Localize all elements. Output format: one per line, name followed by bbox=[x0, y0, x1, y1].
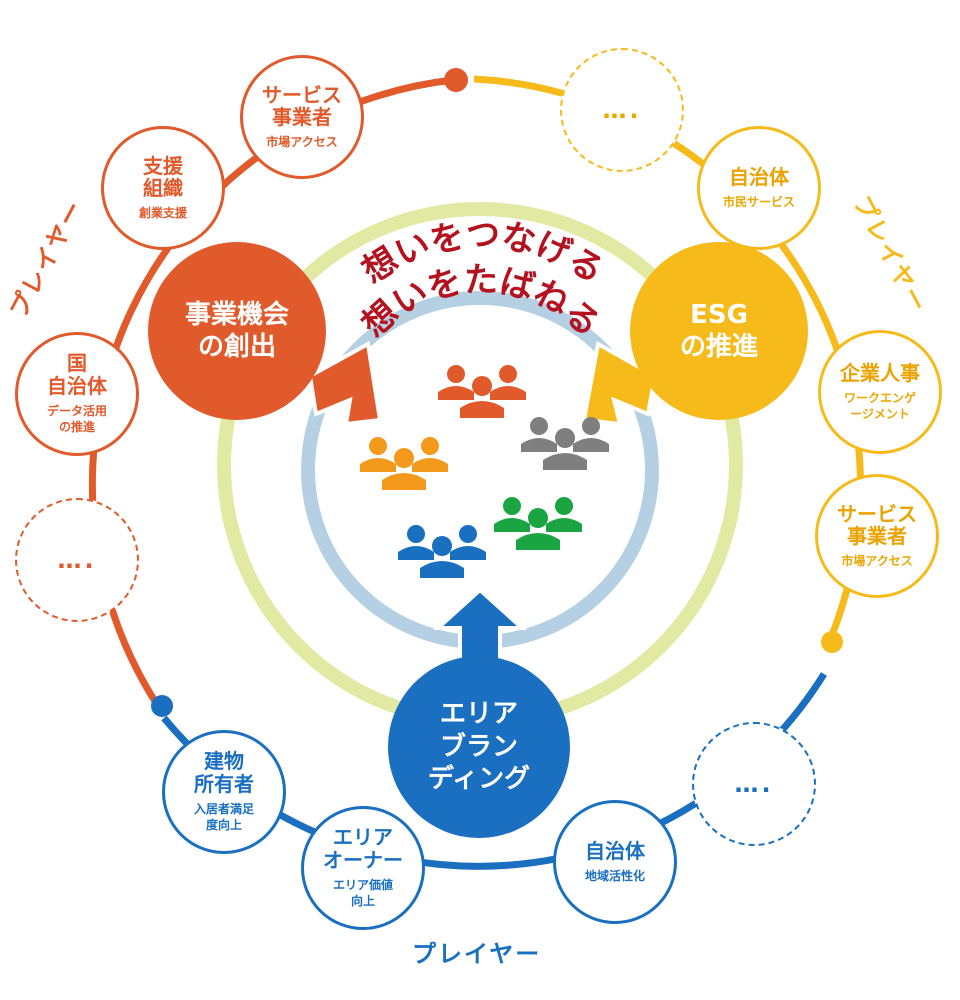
red-node-more: …. bbox=[15, 498, 139, 622]
node-title: 国 自治体 bbox=[47, 351, 107, 398]
node-title: 支援 組織 bbox=[143, 153, 183, 200]
blue-node-more: …. bbox=[692, 722, 816, 846]
people-group-gray-icon bbox=[521, 417, 609, 470]
bottom-player-label: プレイヤー bbox=[412, 940, 542, 968]
yellow-node-service-provider: サービス 事業者 市場アクセス bbox=[815, 474, 939, 598]
red-node-government: 国 自治体 データ活用 の推進 bbox=[15, 332, 139, 456]
area-branding-hub: エリア ブラン ディング bbox=[388, 656, 570, 838]
node-subtitle: エリア価値 向上 bbox=[332, 878, 393, 909]
esg-hub-arrow bbox=[581, 340, 658, 427]
people-group-green-icon bbox=[494, 497, 582, 550]
node-subtitle: 地域活性化 bbox=[584, 869, 645, 884]
more-dots: …. bbox=[57, 546, 97, 574]
more-dots: …. bbox=[602, 96, 642, 124]
yellow-node-more: …. bbox=[560, 48, 684, 172]
node-subtitle: 市場アクセス bbox=[266, 135, 338, 150]
yellow-arc-endpoint bbox=[821, 631, 843, 653]
node-title: 企業人事 bbox=[840, 360, 920, 385]
blue-node-building-owner: 建物 所有者 入居者満足 度向上 bbox=[162, 730, 286, 854]
red-arc-endpoint bbox=[444, 68, 468, 92]
blue-node-area-owner: エリア オーナー エリア価値 向上 bbox=[301, 806, 425, 930]
node-subtitle: 創業支援 bbox=[138, 206, 187, 221]
node-title: エリア オーナー bbox=[323, 825, 403, 872]
node-subtitle: データ活用 の推進 bbox=[46, 404, 107, 435]
node-title: サービス 事業者 bbox=[262, 82, 342, 129]
node-title: サービス 事業者 bbox=[837, 501, 917, 548]
node-subtitle: 入居者満足 度向上 bbox=[193, 802, 254, 833]
blue-node-municipality: 自治体 地域活性化 bbox=[553, 800, 677, 924]
people-group-red-icon bbox=[438, 365, 526, 418]
node-subtitle: 市民サービス bbox=[722, 195, 795, 210]
more-dots: …. bbox=[734, 770, 774, 798]
red-node-support-org: 支援 組織 創業支援 bbox=[101, 126, 225, 250]
node-subtitle: 市場アクセス bbox=[841, 554, 913, 569]
yellow-node-hr: 企業人事 ワークエンゲ ージメント bbox=[818, 330, 942, 454]
business-hub-arrow bbox=[307, 340, 383, 427]
business-opportunity-hub: 事業機会 の創出 bbox=[148, 242, 326, 420]
people-group-blue-icon bbox=[398, 525, 486, 578]
people-group-orange-icon bbox=[360, 437, 448, 490]
yellow-node-municipality: 自治体 市民サービス bbox=[697, 126, 821, 250]
node-title: 自治体 bbox=[585, 838, 645, 863]
node-title: 自治体 bbox=[729, 164, 789, 189]
esg-hub: ESG の推進 bbox=[630, 242, 808, 420]
red-node-service-provider: サービス 事業者 市場アクセス bbox=[240, 55, 364, 179]
node-subtitle: ワークエンゲ ージメント bbox=[843, 391, 916, 422]
node-title: 建物 所有者 bbox=[194, 749, 254, 796]
blue-arc-endpoint bbox=[151, 695, 173, 717]
